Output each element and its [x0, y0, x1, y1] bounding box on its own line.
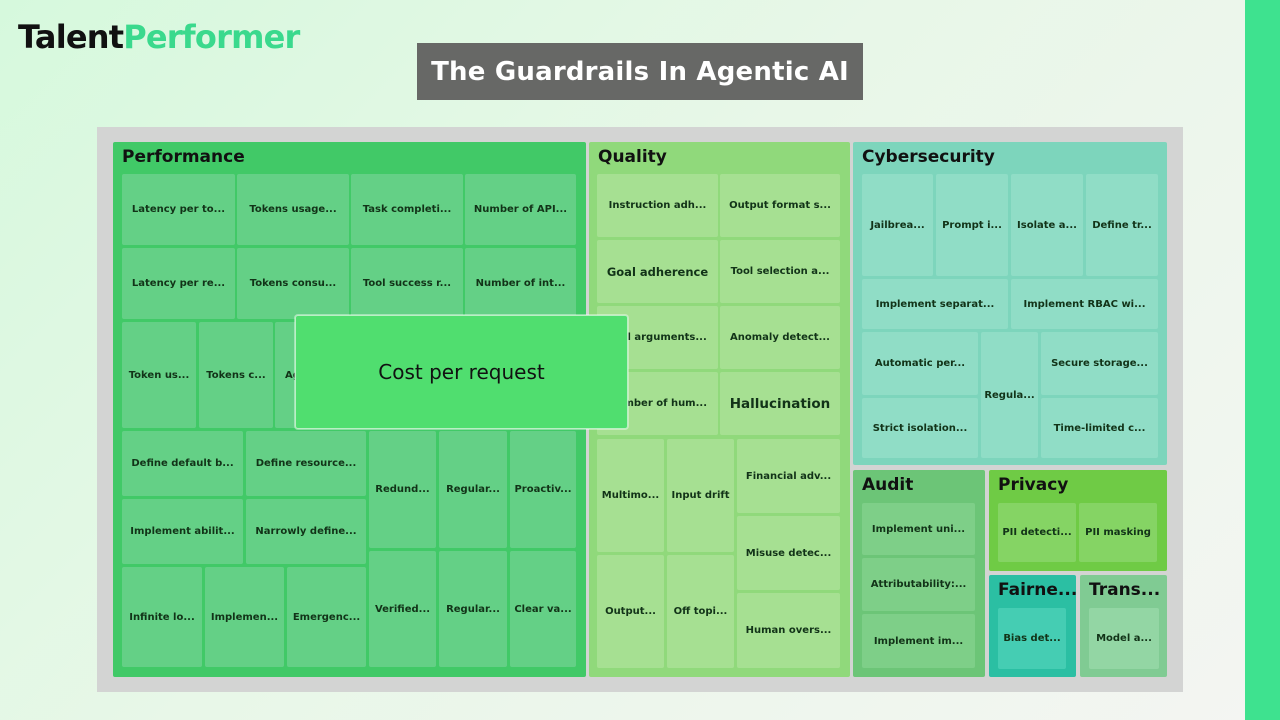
treemap-cell[interactable]: Implemen...	[205, 567, 284, 667]
treemap-cell[interactable]: Verified...	[369, 551, 436, 667]
accent-side-bar	[1245, 0, 1280, 720]
group-title-performance: Performance	[122, 147, 245, 167]
treemap-cell[interactable]: Attributability:...	[862, 558, 975, 611]
treemap-cell[interactable]: Strict isolation...	[862, 398, 978, 458]
treemap-cell[interactable]: Misuse detec...	[737, 516, 840, 590]
group-title-cybersecurity: Cybersecurity	[862, 147, 995, 167]
treemap-cell[interactable]: Implement uni...	[862, 503, 975, 555]
group-cybersecurity[interactable]: Cybersecurity Jailbrea... Prompt i... Is…	[853, 142, 1167, 465]
treemap-cell[interactable]: Tokens c...	[199, 322, 273, 428]
treemap-cell[interactable]: Regular...	[439, 551, 507, 667]
treemap-cell[interactable]: Redund...	[369, 431, 436, 548]
group-title-transparency: Trans...	[1089, 580, 1161, 600]
title-banner: The Guardrails In Agentic AI	[417, 43, 863, 100]
group-fairness[interactable]: Fairne... Bias det...	[989, 575, 1078, 677]
group-audit[interactable]: Audit Implement uni... Attributability:.…	[853, 470, 985, 677]
treemap-cell[interactable]: Goal adherence	[597, 240, 718, 303]
treemap-cell[interactable]: Tool selection a...	[720, 240, 840, 303]
treemap-cell[interactable]: Output...	[597, 555, 664, 668]
treemap-cell[interactable]: Latency per to...	[122, 174, 235, 245]
treemap-cell[interactable]: Regular...	[439, 431, 507, 548]
treemap-cell[interactable]: Number of int...	[465, 248, 576, 319]
group-title-fairness: Fairne...	[998, 580, 1078, 600]
treemap-cell[interactable]: Time-limited c...	[1041, 398, 1158, 458]
tooltip-label: Cost per request	[378, 360, 545, 384]
treemap-cell[interactable]: Hallucination	[720, 372, 840, 435]
brand-logo: TalentPerformer	[18, 18, 300, 56]
treemap-cell[interactable]: Define tr...	[1086, 174, 1158, 276]
treemap-cell[interactable]: PII detecti...	[998, 503, 1076, 562]
treemap-cell[interactable]: Implement im...	[862, 614, 975, 668]
treemap-cell[interactable]: Define default b...	[122, 431, 243, 496]
treemap-cell[interactable]: Multimo...	[597, 439, 664, 552]
page-title: The Guardrails In Agentic AI	[431, 56, 849, 87]
treemap-cell[interactable]: Secure storage...	[1041, 332, 1158, 395]
treemap-cell[interactable]: Implement abilit...	[122, 499, 243, 564]
brand-logo-part1: Talent	[18, 18, 124, 56]
treemap-cell[interactable]: PII masking	[1079, 503, 1157, 562]
group-title-audit: Audit	[862, 475, 914, 495]
treemap-cell[interactable]: Proactiv...	[510, 431, 576, 548]
group-quality[interactable]: Quality Instruction adh... Output format…	[589, 142, 850, 677]
treemap-cell[interactable]: Emergenc...	[287, 567, 366, 667]
treemap-cell[interactable]: Implement RBAC wi...	[1011, 279, 1158, 329]
treemap-cell[interactable]: Off topi...	[667, 555, 734, 668]
treemap-cell[interactable]: Prompt i...	[936, 174, 1008, 276]
treemap-cell[interactable]: Tokens usage...	[237, 174, 349, 245]
treemap-cell[interactable]: Instruction adh...	[597, 174, 718, 237]
treemap-cell[interactable]: Automatic per...	[862, 332, 978, 395]
hover-tooltip: Cost per request	[295, 315, 628, 429]
treemap-cell[interactable]: Latency per re...	[122, 248, 235, 319]
group-title-privacy: Privacy	[998, 475, 1069, 495]
treemap-cell[interactable]: Implement separat...	[862, 279, 1008, 329]
treemap-cell[interactable]: Isolate a...	[1011, 174, 1083, 276]
treemap-cell[interactable]: Tokens consu...	[237, 248, 349, 319]
treemap-cell[interactable]: Bias det...	[998, 608, 1066, 669]
treemap-cell[interactable]: Clear va...	[510, 551, 576, 667]
group-transparency[interactable]: Trans... Model a...	[1080, 575, 1167, 677]
group-privacy[interactable]: Privacy PII detecti... PII masking	[989, 470, 1167, 571]
treemap-cell[interactable]: Define resource...	[246, 431, 366, 496]
treemap-cell[interactable]: Anomaly detect...	[720, 306, 840, 369]
treemap-cell[interactable]: Number of API...	[465, 174, 576, 245]
treemap-cell[interactable]: Input drift	[667, 439, 734, 552]
treemap-cell[interactable]: Human overs...	[737, 593, 840, 668]
treemap-cell[interactable]: Model a...	[1089, 608, 1159, 669]
brand-logo-part2: Performer	[123, 18, 300, 56]
treemap-cell[interactable]: Output format s...	[720, 174, 840, 237]
treemap-cell[interactable]: Jailbrea...	[862, 174, 933, 276]
treemap-cell[interactable]: Narrowly define...	[246, 499, 366, 564]
treemap-cell[interactable]: Regula...	[981, 332, 1038, 458]
treemap-cell[interactable]: Task completi...	[351, 174, 463, 245]
treemap-cell[interactable]: Infinite lo...	[122, 567, 202, 667]
treemap-cell[interactable]: Tool success r...	[351, 248, 463, 319]
treemap-cell[interactable]: Token us...	[122, 322, 196, 428]
group-title-quality: Quality	[598, 147, 667, 167]
treemap-cell[interactable]: Financial adv...	[737, 439, 840, 513]
